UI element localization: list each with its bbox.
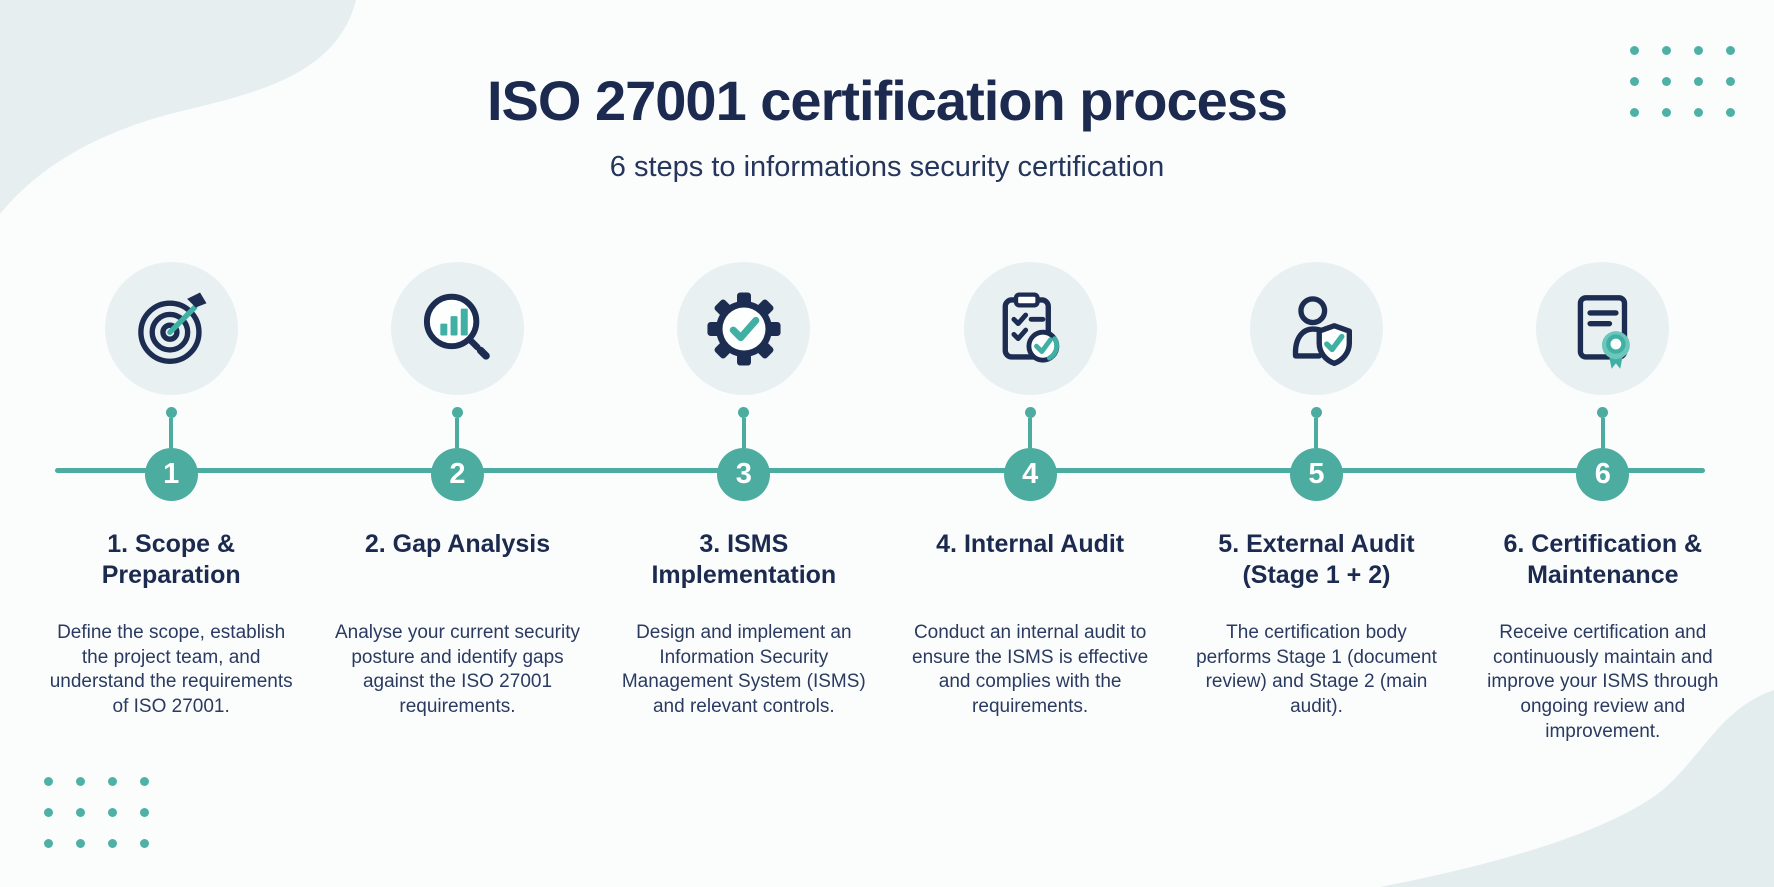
- dot: [1662, 46, 1671, 55]
- page-title: ISO 27001 certification process: [486, 69, 1288, 132]
- step-2-description: Analyse your current security posture an…: [334, 622, 580, 718]
- step-1: 1 1. Scope & Preparation Define the scop…: [28, 262, 314, 744]
- dot: [140, 777, 149, 786]
- connector: [165, 395, 177, 448]
- step-6-number: 6: [1576, 448, 1630, 501]
- steps-row: 1 1. Scope & Preparation Define the scop…: [28, 262, 1746, 744]
- step-1-icon-circle: [104, 262, 238, 395]
- step-1-title: 1. Scope & Preparation: [101, 530, 241, 589]
- dot-grid-top-right: [1630, 46, 1758, 139]
- dot: [76, 839, 85, 848]
- step-5-icon-circle: [1249, 262, 1383, 395]
- connector: [738, 395, 750, 448]
- step-5-title: 5. External Audit (Stage 1 + 2): [1218, 530, 1415, 589]
- step-4-title: 4. Internal Audit: [936, 530, 1125, 558]
- step-4-description: Conduct an internal audit to ensure the …: [912, 622, 1149, 718]
- step-5: 5 5. External Audit (Stage 1 + 2) The ce…: [1173, 262, 1459, 744]
- dot: [76, 808, 85, 817]
- connector: [1024, 395, 1036, 448]
- step-6-title: 6. Certification & Maintenance: [1503, 530, 1703, 589]
- corner-blob-top-left: [0, 0, 356, 214]
- connector: [451, 395, 463, 448]
- auditor-shield-icon: [1293, 295, 1353, 366]
- connector: [1597, 395, 1609, 448]
- dot: [1694, 46, 1703, 55]
- dot: [1630, 77, 1639, 86]
- dot: [1726, 108, 1735, 117]
- step-2-number: 2: [430, 448, 484, 501]
- step-4-number: 4: [1003, 448, 1057, 501]
- header: ISO 27001 certification process 6 steps …: [0, 0, 1774, 184]
- magnifier-chart-icon: [424, 293, 491, 360]
- step-1-description: Define the scope, establish the project …: [49, 622, 293, 718]
- step-3-icon-circle: [677, 262, 811, 395]
- dot: [44, 839, 53, 848]
- step-3-number: 3: [717, 448, 771, 501]
- dot: [1630, 46, 1639, 55]
- step-5-description: The certification body performs Stage 1 …: [1196, 622, 1437, 718]
- target-icon: [138, 291, 207, 364]
- step-2-title: 2. Gap Analysis: [364, 530, 551, 558]
- step-3-title: 3. ISMS Implementation: [651, 530, 837, 589]
- step-4: 4 4. Internal Audit Conduct an internal …: [887, 262, 1173, 744]
- dot: [1694, 77, 1703, 86]
- dot: [1694, 108, 1703, 117]
- certificate-icon: [1577, 294, 1630, 369]
- clipboard-checklist-icon: [1002, 291, 1060, 363]
- step-3-description: Design and implement an Information Secu…: [621, 622, 866, 718]
- dot-grid-bottom-left: [44, 777, 172, 870]
- connector: [1310, 395, 1322, 448]
- dot: [1662, 77, 1671, 86]
- step-6-icon-circle: [1536, 262, 1670, 395]
- dot: [108, 808, 117, 817]
- step-2-icon-circle: [390, 262, 524, 395]
- step-5-number: 5: [1289, 448, 1343, 501]
- corner-blob-bottom-right: [1380, 690, 1774, 887]
- step-4-icon-circle: [963, 262, 1097, 395]
- step-6-description: Receive certification and continuously m…: [1487, 622, 1719, 742]
- page-subtitle: 6 steps to informations security certifi…: [609, 151, 1165, 183]
- dot: [1726, 46, 1735, 55]
- gear-check-icon: [707, 291, 781, 366]
- dot: [44, 777, 53, 786]
- dot: [76, 777, 85, 786]
- dot: [1662, 108, 1671, 117]
- step-2: 2 2. Gap Analysis Analyse your current s…: [314, 262, 600, 744]
- dot: [108, 777, 117, 786]
- dot: [108, 839, 117, 848]
- step-3: 3 3. ISMS Implementation Design and impl…: [601, 262, 887, 744]
- dot: [44, 808, 53, 817]
- dot: [1726, 77, 1735, 86]
- step-1-number: 1: [144, 448, 198, 501]
- dot: [140, 839, 149, 848]
- dot: [140, 808, 149, 817]
- dot: [1630, 108, 1639, 117]
- step-6: 6 6. Certification & Maintenance Receive…: [1460, 262, 1746, 744]
- timeline-line: [55, 468, 1705, 473]
